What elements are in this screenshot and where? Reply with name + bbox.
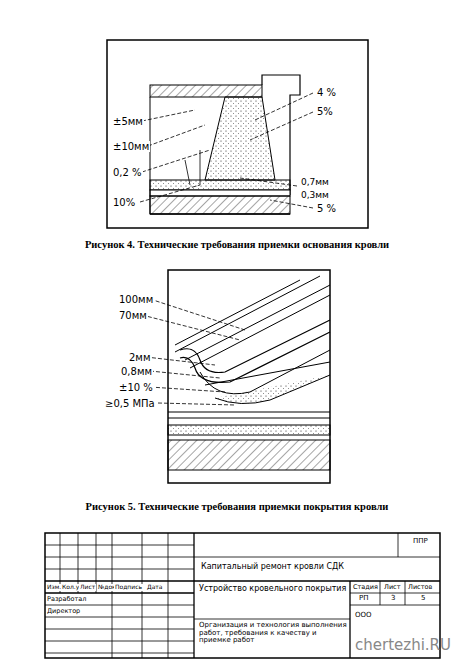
watermark: chertezhi.RU xyxy=(355,637,451,654)
dimension: 0,7мм xyxy=(300,178,330,188)
dimension: 0,3мм xyxy=(300,191,330,201)
column-header: Стадия xyxy=(352,584,379,591)
dimension: 0,8мм xyxy=(120,366,153,377)
dimension: ±10 % xyxy=(118,382,154,393)
column-header: Лист xyxy=(79,584,96,591)
dimension: 10% xyxy=(112,197,136,208)
section-title: Устройство кровельного покрытия xyxy=(198,585,348,594)
column-header: Листов xyxy=(407,584,433,591)
dimension: ±10мм xyxy=(112,141,150,152)
column-header: Подпись xyxy=(114,584,143,591)
dimension: 4 % xyxy=(316,87,337,98)
dimension: 0,2 % xyxy=(112,167,143,178)
dimension: 2мм xyxy=(128,352,151,363)
figure-caption: Рисунок 4. Технические требования приемк… xyxy=(85,239,389,251)
column-header: Лист xyxy=(383,584,401,591)
stage-value: РП xyxy=(358,595,370,603)
column-header: Дата xyxy=(146,584,164,591)
roof-base-figure xyxy=(107,40,368,228)
role-name: Разработал xyxy=(46,596,87,603)
roof-covering-figure xyxy=(142,270,330,483)
dimension: 5 % xyxy=(316,203,337,214)
dimension: ±5мм xyxy=(112,116,144,127)
dimension: ≥0,5 МПа xyxy=(104,398,156,409)
sheet-subject: Организация и технология выполнения рабо… xyxy=(198,622,348,645)
company-name: ООО xyxy=(354,612,373,620)
dimension: 100мм xyxy=(118,294,154,305)
role-name: Директор xyxy=(46,608,81,615)
dimension: 5% xyxy=(316,106,334,117)
figure-caption: Рисунок 5. Технические требования приемк… xyxy=(86,501,389,513)
column-header: Изм. xyxy=(46,584,62,591)
sheet-value: 3 xyxy=(390,595,396,603)
sheet-value: 5 xyxy=(420,595,426,603)
dimension: 70мм xyxy=(118,310,148,321)
sheet-code: ППР xyxy=(412,538,429,546)
project-title: Капитальный ремонт кровли СДК xyxy=(200,563,345,572)
